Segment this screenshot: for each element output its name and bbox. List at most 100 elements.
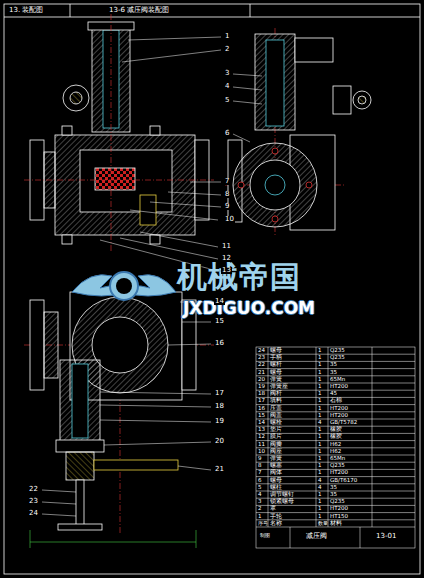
frame	[4, 4, 420, 574]
table-cell: 1	[317, 355, 323, 361]
table-cell: 5	[257, 485, 263, 491]
table-cell: 17	[257, 398, 266, 404]
table-cell: 13	[257, 427, 266, 433]
table-cell: 1	[317, 449, 323, 455]
callout-number: 22	[28, 486, 39, 493]
table-cell: 锁紧螺母	[269, 499, 295, 505]
bottom-view	[30, 292, 196, 530]
table-cell: HT200	[329, 384, 349, 390]
table-cell: 垫片	[269, 427, 283, 433]
table-cell: 10	[257, 449, 266, 455]
table-cell: 螺塞	[269, 463, 283, 469]
sheet-heading: 13. 装配图	[8, 7, 44, 14]
table-cell: 手柄	[269, 355, 283, 361]
callout-number: 23	[28, 498, 39, 505]
table-cell: 1	[317, 456, 323, 462]
table-cell: 螺母	[269, 348, 283, 354]
callout-number: 12	[221, 255, 232, 262]
table-cell: 4	[317, 420, 323, 426]
table-cell: 2	[257, 506, 263, 512]
table-cell: 1	[317, 413, 323, 419]
table-cell: 1	[317, 514, 323, 520]
center-lines	[24, 14, 345, 535]
callout-number: 1	[224, 33, 230, 40]
table-cell: 35	[329, 492, 338, 498]
table-cell: 1	[317, 348, 323, 354]
table-cell: 18	[257, 391, 266, 397]
dimension-line	[30, 530, 196, 548]
parts-list	[256, 347, 415, 548]
callout-number: 4	[224, 83, 230, 90]
table-cell: 4	[317, 478, 323, 484]
title-block-name: 减压阀	[305, 532, 328, 539]
table-cell: 1	[257, 514, 263, 520]
callout-number: 6	[224, 130, 230, 137]
drawing-number: 13-01	[375, 533, 397, 540]
table-cell: 压盖	[269, 406, 283, 412]
table-cell: H62	[329, 442, 342, 448]
table-cell: HT200	[329, 470, 349, 476]
table-cell: 螺栓	[269, 420, 283, 426]
table-cell: 24	[257, 348, 266, 354]
table-cell: 1	[317, 434, 323, 440]
table-cell: GB/T5782	[329, 420, 358, 426]
table-cell: 16	[257, 406, 266, 412]
callout-number: 5	[224, 97, 230, 104]
table-cell: 1	[317, 506, 323, 512]
drawing-title: 13-6 减压阀装配图	[108, 7, 170, 14]
callout-number: 21	[214, 466, 225, 473]
table-cell: 3	[257, 499, 263, 505]
table-cell: 螺杆	[269, 362, 283, 368]
table-cell: 45	[329, 391, 338, 397]
callout-number: 9	[224, 203, 230, 210]
table-cell: 19	[257, 384, 266, 390]
bolt-holes	[238, 148, 312, 222]
table-cell: 阀座	[269, 449, 283, 455]
title-block-cell: 制图	[259, 533, 271, 538]
table-cell: 橡胶	[329, 434, 343, 440]
table-cell: 膜片	[269, 434, 283, 440]
table-cell: 65Mn	[329, 377, 346, 383]
table-cell: 填料	[269, 398, 283, 404]
table-cell: GB/T6170	[329, 478, 358, 484]
table-cell: 弹簧	[269, 456, 283, 462]
table-cell: Q235	[329, 355, 346, 361]
watermark-emblem	[72, 272, 176, 300]
side-view	[228, 34, 371, 230]
table-cell: 23	[257, 355, 266, 361]
table-cell: 35	[329, 362, 338, 368]
table-cell: 1	[317, 384, 323, 390]
table-cell: 螺母	[269, 370, 283, 376]
table-cell: 12	[257, 434, 266, 440]
table-cell: 9	[257, 456, 263, 462]
table-cell: 20	[257, 377, 266, 383]
callout-number: 19	[214, 418, 225, 425]
table-cell: 螺柱	[269, 485, 283, 491]
table-cell: 1	[317, 391, 323, 397]
table-cell: 1	[317, 442, 323, 448]
table-cell: 15	[257, 413, 266, 419]
callout-number: 20	[214, 438, 225, 445]
table-header: 名称	[269, 521, 283, 527]
table-cell: 1	[317, 499, 323, 505]
table-cell: Q235	[329, 463, 346, 469]
table-cell: 11	[257, 442, 266, 448]
table-cell: 弹簧座	[269, 384, 289, 390]
callout-number: 2	[224, 46, 230, 53]
front-view	[30, 22, 209, 244]
table-cell: 1	[317, 463, 323, 469]
table-cell: 8	[257, 463, 263, 469]
table-cell: 21	[257, 370, 266, 376]
table-cell: HT150	[329, 514, 349, 520]
table-cell: 1	[317, 370, 323, 376]
callout-number: 18	[214, 403, 225, 410]
table-cell: 22	[257, 362, 266, 368]
callout-number: 7	[224, 178, 230, 185]
table-cell: 阀瓣	[269, 442, 283, 448]
table-cell: 1	[317, 377, 323, 383]
table-cell: 石棉	[329, 398, 343, 404]
table-cell: 1	[317, 362, 323, 368]
table-cell: 1	[317, 492, 323, 498]
table-cell: 4	[317, 485, 323, 491]
table-cell: 阀体	[269, 470, 283, 476]
